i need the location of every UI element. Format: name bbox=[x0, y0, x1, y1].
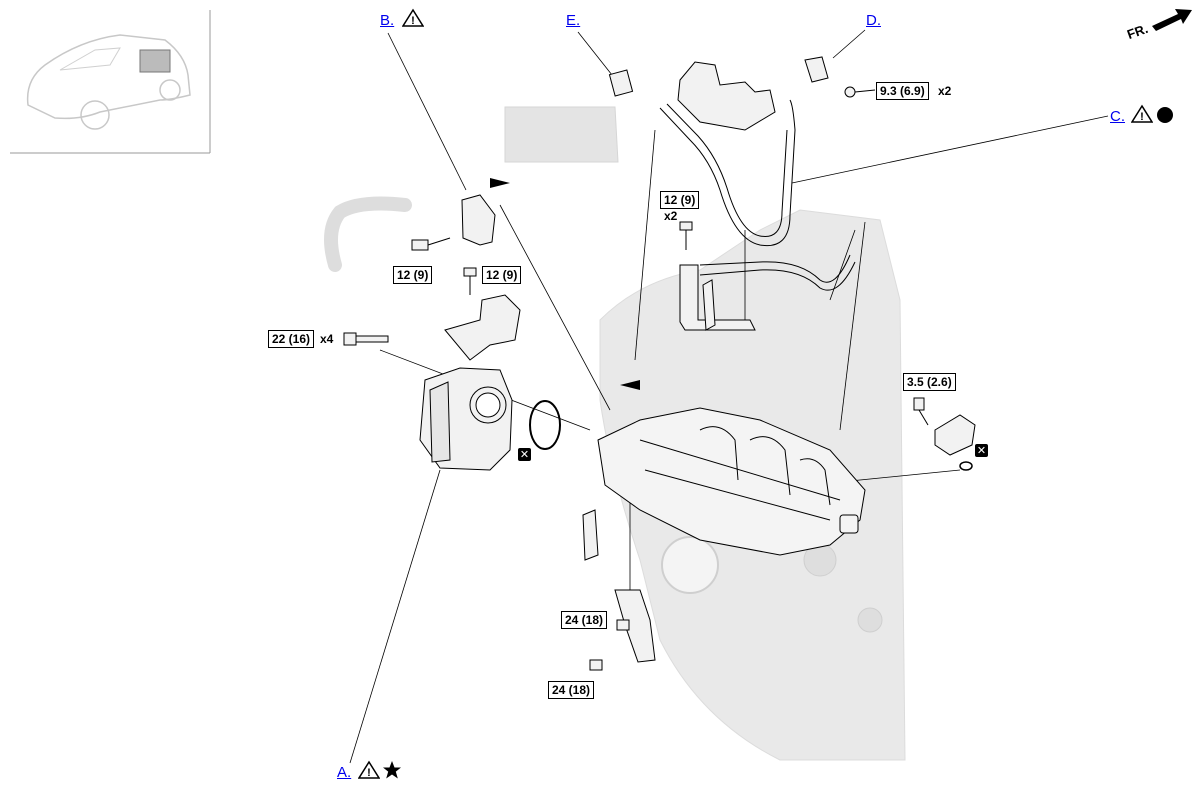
callout-c-link[interactable]: C. bbox=[1110, 108, 1125, 125]
leader-lines bbox=[349, 29, 1109, 764]
sensor-bracket bbox=[411, 194, 496, 251]
throttle-bracket bbox=[444, 294, 521, 361]
warning-triangle-icon: ! bbox=[357, 760, 381, 785]
callout-d-link[interactable]: D. bbox=[866, 12, 881, 29]
warning-triangle-icon: ! bbox=[1130, 104, 1154, 129]
intake-manifold bbox=[597, 407, 866, 556]
bracket-bolt bbox=[679, 221, 693, 250]
qty-bracket-bolt-top: x2 bbox=[664, 209, 678, 223]
reference-flag-icon bbox=[620, 380, 640, 390]
star-icon bbox=[382, 760, 402, 785]
torque-map-sensor-bolt: 3.5 (2.6) bbox=[903, 373, 956, 391]
fuel-rail-assembly bbox=[608, 56, 876, 131]
throttle-body-bolt bbox=[343, 332, 389, 346]
callout-a-link[interactable]: A. bbox=[337, 764, 352, 781]
torque-lower-bracket-bolt-2: 24 (18) bbox=[548, 681, 595, 699]
torque-throttle-body-bolt: 22 (16) bbox=[268, 330, 315, 348]
qty-fuel-rail-bolt: x2 bbox=[938, 84, 952, 98]
pipe-bracket bbox=[679, 264, 756, 331]
vehicle-inset bbox=[10, 10, 211, 154]
replace-x-icon: ✕ bbox=[518, 448, 531, 461]
qty-throttle-body-bolt: x4 bbox=[320, 332, 334, 346]
filled-circle-icon bbox=[1156, 106, 1174, 129]
front-arrow-icon bbox=[1150, 4, 1194, 37]
torque-bracket-bolt-top: 12 (9) bbox=[660, 191, 700, 209]
callout-e-link[interactable]: E. bbox=[566, 12, 581, 29]
warning-triangle-icon: ! bbox=[401, 8, 425, 33]
manifold-stay bbox=[582, 509, 656, 671]
svg-text:!: ! bbox=[411, 15, 415, 27]
reference-flag-icon bbox=[490, 178, 510, 188]
intake-hose-ghost bbox=[324, 196, 412, 272]
svg-text:!: ! bbox=[367, 767, 371, 779]
bracket-bolt-right bbox=[463, 267, 477, 295]
throttle-body bbox=[419, 367, 513, 471]
callout-b-link[interactable]: B. bbox=[380, 12, 395, 29]
torque-sensor-bracket-bolt-left: 12 (9) bbox=[393, 266, 433, 284]
torque-lower-bracket-bolt-1: 24 (18) bbox=[561, 611, 608, 629]
torque-sensor-bracket-bolt-right: 12 (9) bbox=[482, 266, 522, 284]
svg-text:!: ! bbox=[1140, 111, 1144, 123]
torque-fuel-rail-bolt: 9.3 (6.9) bbox=[876, 82, 929, 100]
fuel-feed-pipe bbox=[659, 99, 856, 291]
replace-x-icon: ✕ bbox=[975, 444, 988, 457]
map-sensor bbox=[913, 397, 976, 471]
gasket-ring bbox=[529, 400, 561, 450]
